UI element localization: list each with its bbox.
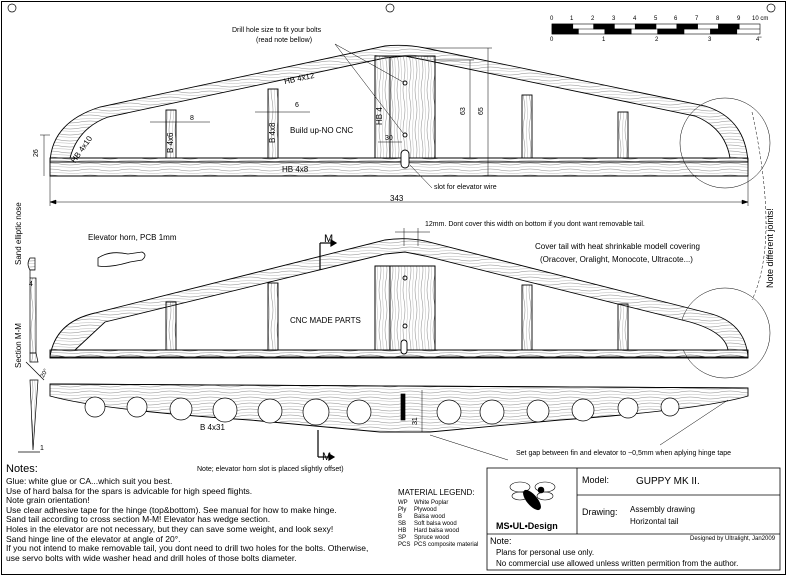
bee-logo	[509, 481, 556, 511]
dim-26: 26	[33, 149, 40, 157]
sand-elliptic-label: Sand elliptic nose	[14, 202, 23, 265]
elevator-horn-part	[97, 251, 146, 267]
elevator-holes	[84, 393, 680, 426]
dim-30: 30	[385, 135, 393, 142]
cover-note-1: Cover tail with heat shrinkable modell c…	[535, 242, 700, 251]
gap-note: Set gap between fin and elevator to ~0,5…	[516, 450, 732, 457]
12mm-dimension	[395, 228, 430, 246]
note-line: use servo bolts with wide washer head an…	[6, 552, 297, 563]
designed-by: Designed by Ultralight, Jan2009	[690, 536, 776, 542]
label-build-up: Build up-NO CNC	[290, 126, 354, 135]
scale-cm-5: 5	[654, 16, 658, 22]
scale-cm-2: 2	[591, 16, 595, 22]
dim-4: 4	[29, 281, 33, 288]
dim-65: 65	[478, 107, 485, 115]
top-view-tail	[49, 44, 749, 177]
label-hb-4x8: HB 4x8	[282, 165, 309, 174]
scale-zero: 0	[550, 16, 554, 22]
slot-note: slot for elevator wire	[434, 184, 497, 191]
section-arrows	[317, 238, 338, 462]
scale-cm-6: 6	[674, 16, 678, 22]
scale-inch-2: 2	[655, 37, 659, 43]
scale-cm-7: 7	[695, 16, 699, 22]
notes-title: Notes:	[6, 463, 38, 475]
scale-cm-1: 1	[570, 16, 574, 22]
scale-cm-8: 8	[716, 16, 720, 22]
dim-6: 6	[295, 102, 299, 109]
registration-mark	[766, 3, 776, 13]
drawing-value-2: Horizontal tail	[630, 517, 679, 526]
dim-63: 63	[460, 107, 467, 115]
material-legend-title: MATERIAL LEGEND:	[398, 488, 475, 497]
note-line: Sand hinge line of the elevator at angle…	[6, 533, 181, 544]
note-line: If you not intend to make removable tail…	[6, 543, 369, 554]
dim-8: 8	[190, 115, 194, 122]
registration-mark	[385, 3, 395, 13]
model-value: GUPPY MK II.	[636, 476, 700, 487]
note-line: Use of hard balsa for the spars is advic…	[6, 485, 253, 496]
note-line: Note grain orientation!	[6, 495, 90, 506]
label-b-4x8: B 4x8	[268, 122, 277, 143]
title-block-frame	[486, 467, 781, 571]
section-label-m-bottom: M	[322, 451, 332, 463]
scale-inch-1: 1	[602, 37, 606, 43]
model-label: Model:	[582, 475, 610, 485]
b-4x31-label: B 4x31	[200, 423, 225, 432]
scale-cm-10: 10 cm	[752, 16, 769, 22]
horn-offset-note: Note; elevator horn slot is placed sligh…	[197, 466, 344, 473]
elevator-horn-label: Elevator horn, PCB 1mm	[88, 233, 177, 242]
scale-bar	[551, 23, 761, 35]
cover-note-2: (Oracover, Oralight, Monocote, Ultracote…	[540, 255, 693, 264]
scale-cm-4: 4	[633, 16, 637, 22]
registration-mark	[7, 3, 17, 13]
logo-text: MS•UL•Design	[496, 521, 558, 531]
scale-inch-0: 0	[550, 37, 554, 43]
dim-1: 1	[40, 445, 44, 452]
dim-343: 343	[390, 194, 404, 203]
notes-list: Glue: white glue or CA...which suit you …	[6, 476, 369, 563]
scale-inch-3: 3	[708, 37, 712, 43]
note-label: Note:	[490, 536, 512, 546]
note-line-2: No commercial use allowed unless written…	[496, 559, 739, 568]
section-label-m-top: M	[324, 233, 334, 245]
note-line: Use clear adhesive tape for the hinge (t…	[6, 504, 337, 515]
scale-inch-4: 4"	[756, 37, 762, 43]
drawing-value-1: Assembly drawing	[630, 505, 695, 514]
elevator	[49, 383, 749, 433]
cover-note-12mm: 12mm. Dont cover this width on bottom if…	[425, 221, 645, 228]
scale-cm-3: 3	[612, 16, 616, 22]
label-b-4x6: B 4x6	[166, 132, 175, 153]
drawing-label: Drawing:	[582, 507, 618, 517]
section-mm	[18, 257, 45, 453]
scale-cm-9: 9	[737, 16, 741, 22]
joints-note: Note different joints!	[765, 208, 775, 288]
note-line: Sand tail according to cross section M-M…	[6, 514, 271, 525]
section-mm-label: Section M-M	[14, 323, 23, 368]
dim-31: 31	[412, 417, 419, 425]
bottom-view-tail	[49, 238, 749, 359]
elevator-dimensions	[421, 390, 729, 461]
note-line: Holes in the elevator are not necessary,…	[6, 523, 334, 534]
note-line-1: Plans for personal use only.	[496, 548, 595, 557]
label-hb-4: HB 4	[375, 107, 384, 125]
drill-note-sub: (read note bellow)	[256, 37, 313, 44]
drill-note: Drill hole size to fit your bolts	[232, 27, 322, 34]
note-line: Glue: white glue or CA...which suit you …	[6, 476, 173, 486]
cnc-parts-label: CNC MADE PARTS	[290, 316, 361, 325]
